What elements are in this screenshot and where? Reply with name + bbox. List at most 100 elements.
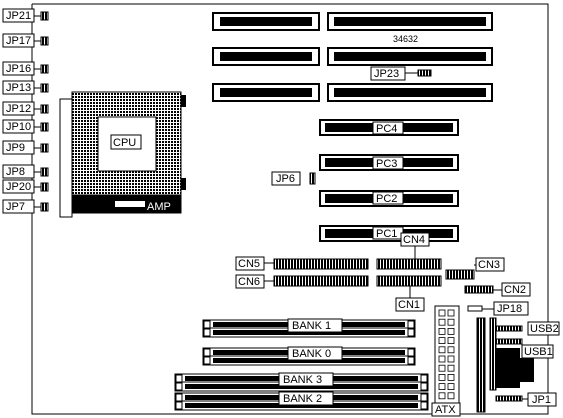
dimm-latch — [203, 320, 211, 329]
pc3-label-box — [372, 156, 404, 170]
atx-pin — [438, 355, 446, 363]
jp17-header — [40, 36, 49, 46]
amp-bar-inner — [115, 201, 145, 207]
board-id: 34632 — [393, 34, 418, 44]
atx-pin — [447, 392, 455, 400]
cn5-connector — [273, 258, 369, 270]
atx-pin — [438, 392, 446, 400]
cpu-socket-base — [59, 98, 73, 218]
jp10-label: JP10 — [6, 121, 31, 133]
dimm-latch — [420, 374, 428, 383]
usb2-port — [495, 325, 523, 332]
atx-pin — [438, 373, 446, 381]
dimm-latch — [407, 356, 415, 365]
jp7-header — [40, 202, 49, 212]
amp-label: AMP — [147, 201, 171, 213]
jp20-header — [40, 182, 49, 192]
usb2-label: USB2 — [530, 323, 559, 335]
bank-label-box — [278, 391, 334, 406]
jp6-label-box — [271, 171, 301, 186]
pci-slots — [319, 119, 459, 242]
dimm-latch — [420, 401, 428, 410]
jp8-header — [40, 167, 49, 177]
atx-pin — [438, 327, 446, 335]
jp20-label: JP20 — [6, 181, 31, 193]
cn2-label: CN2 — [504, 284, 526, 296]
bank-label: BANK 3 — [283, 374, 322, 386]
cpu-lever-top — [181, 95, 186, 107]
dimm-latch — [407, 320, 415, 329]
jp6-header — [309, 172, 316, 185]
dimm-latch — [203, 328, 211, 337]
pc4-label: PC4 — [376, 123, 397, 135]
atx-pin — [438, 337, 446, 345]
atx-pin — [438, 318, 446, 326]
atx-pin — [447, 318, 455, 326]
io-connector-face — [520, 358, 534, 382]
atx-pin — [438, 383, 446, 391]
dimm-latch — [175, 401, 183, 410]
jp13-header — [40, 83, 49, 93]
jp23-label: JP23 — [374, 68, 399, 80]
jp13-label: JP13 — [6, 82, 31, 94]
cn4-label: CN4 — [403, 234, 425, 246]
atx-pin — [447, 337, 455, 345]
cn4-connector — [376, 258, 442, 270]
usb1-label: USB1 — [524, 346, 553, 358]
usb1-port — [495, 338, 523, 345]
jp16-label: JP16 — [6, 63, 31, 75]
pc4-label-box — [372, 121, 404, 135]
jp6-label: JP6 — [276, 173, 295, 185]
cn5-label: CN5 — [238, 258, 260, 270]
pc1-label: PC1 — [376, 228, 397, 240]
jp16-header — [40, 64, 49, 74]
cpu-label: CPU — [113, 137, 136, 149]
cpu-lever-bottom — [181, 178, 186, 190]
atx-label: ATX — [435, 404, 456, 416]
pc2-label: PC2 — [376, 193, 397, 205]
jp8-label: JP8 — [6, 166, 25, 178]
atx-pin — [447, 327, 455, 335]
atx-pin — [438, 346, 446, 354]
jp1-label: JP1 — [532, 394, 551, 406]
cn3-connector — [445, 269, 475, 280]
jp12-header — [40, 104, 49, 114]
cn6-connector — [273, 275, 369, 287]
pc2-label-box — [372, 191, 404, 205]
dimm-latch — [420, 393, 428, 402]
board-outline — [31, 3, 549, 415]
rear-io-strip — [476, 317, 486, 413]
jp21-label: JP21 — [6, 10, 31, 22]
dimm-latch — [407, 328, 415, 337]
cn1-connector — [376, 275, 442, 287]
pc3-label: PC3 — [376, 158, 397, 170]
jp7-label: JP7 — [6, 201, 25, 213]
cn2-connector — [464, 285, 494, 294]
bank-label-box — [287, 346, 343, 361]
jp21-header — [40, 11, 49, 21]
cn6-label: CN6 — [238, 276, 260, 288]
jp9-header — [40, 143, 49, 153]
cn1-label: CN1 — [398, 299, 420, 311]
jp12-label: JP12 — [6, 103, 31, 115]
dimm-latch — [175, 382, 183, 391]
io-connector — [496, 348, 520, 388]
cpu-label-box — [110, 134, 142, 150]
dimm-latch — [420, 382, 428, 391]
jp17-label: JP17 — [6, 35, 31, 47]
jp10-header — [40, 122, 49, 132]
bank-label: BANK 2 — [283, 393, 322, 405]
jp9-label: JP9 — [6, 142, 25, 154]
bank-label: BANK 1 — [292, 320, 331, 332]
atx-pin — [447, 373, 455, 381]
jp23-header — [417, 69, 432, 77]
dimm-latch — [203, 348, 211, 357]
jp18-label: JP18 — [497, 303, 522, 315]
atx-pin — [447, 383, 455, 391]
dimm-latch — [175, 374, 183, 383]
dimm-latch — [407, 348, 415, 357]
atx-pin — [438, 364, 446, 372]
bank-label-box — [278, 372, 334, 387]
atx-pin — [447, 355, 455, 363]
